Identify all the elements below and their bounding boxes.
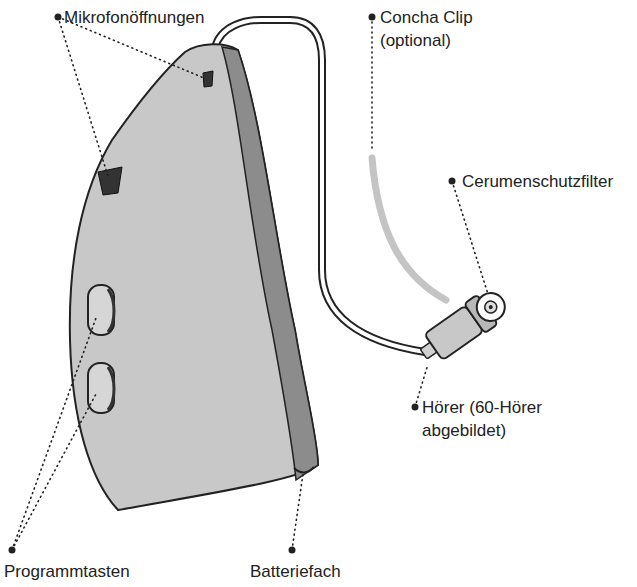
part-label: Concha Clip (optional) <box>380 6 502 52</box>
wax-filter-hole <box>488 304 494 310</box>
part-label: Mikrofonöffnungen <box>64 6 205 29</box>
leader-dot <box>449 178 456 185</box>
part-label: Cerumenschutzfilter <box>462 170 613 193</box>
device-side <box>222 47 318 480</box>
receiver <box>413 284 512 369</box>
leader-dot <box>369 14 376 21</box>
wax-filter-inner <box>482 299 499 316</box>
leader-line <box>12 318 96 550</box>
leader-lines <box>12 17 488 550</box>
leader-dots <box>9 14 456 554</box>
leader-dot <box>289 547 296 554</box>
microphone-opening <box>203 71 213 87</box>
leader-line <box>58 17 108 176</box>
part-label: Batteriefach <box>250 560 341 583</box>
leader-line <box>12 394 96 550</box>
part-label: Programmtasten <box>4 560 130 583</box>
battery-compartment <box>294 467 314 472</box>
program-button-shadow <box>108 289 114 332</box>
leader-line <box>371 17 373 152</box>
microphone-opening <box>98 167 122 195</box>
program-button <box>88 363 114 413</box>
leader-dot <box>55 14 62 21</box>
part-label: Hörer (60-Hörer abgebildet) <box>422 396 564 442</box>
wax-filter <box>471 288 510 327</box>
leader-dot <box>412 404 419 411</box>
concha-clip <box>372 158 446 300</box>
leader-line <box>452 181 488 294</box>
program-button-shadow <box>108 367 114 410</box>
leader-line <box>292 474 303 550</box>
leader-dot <box>9 547 16 554</box>
device-body <box>70 44 318 510</box>
